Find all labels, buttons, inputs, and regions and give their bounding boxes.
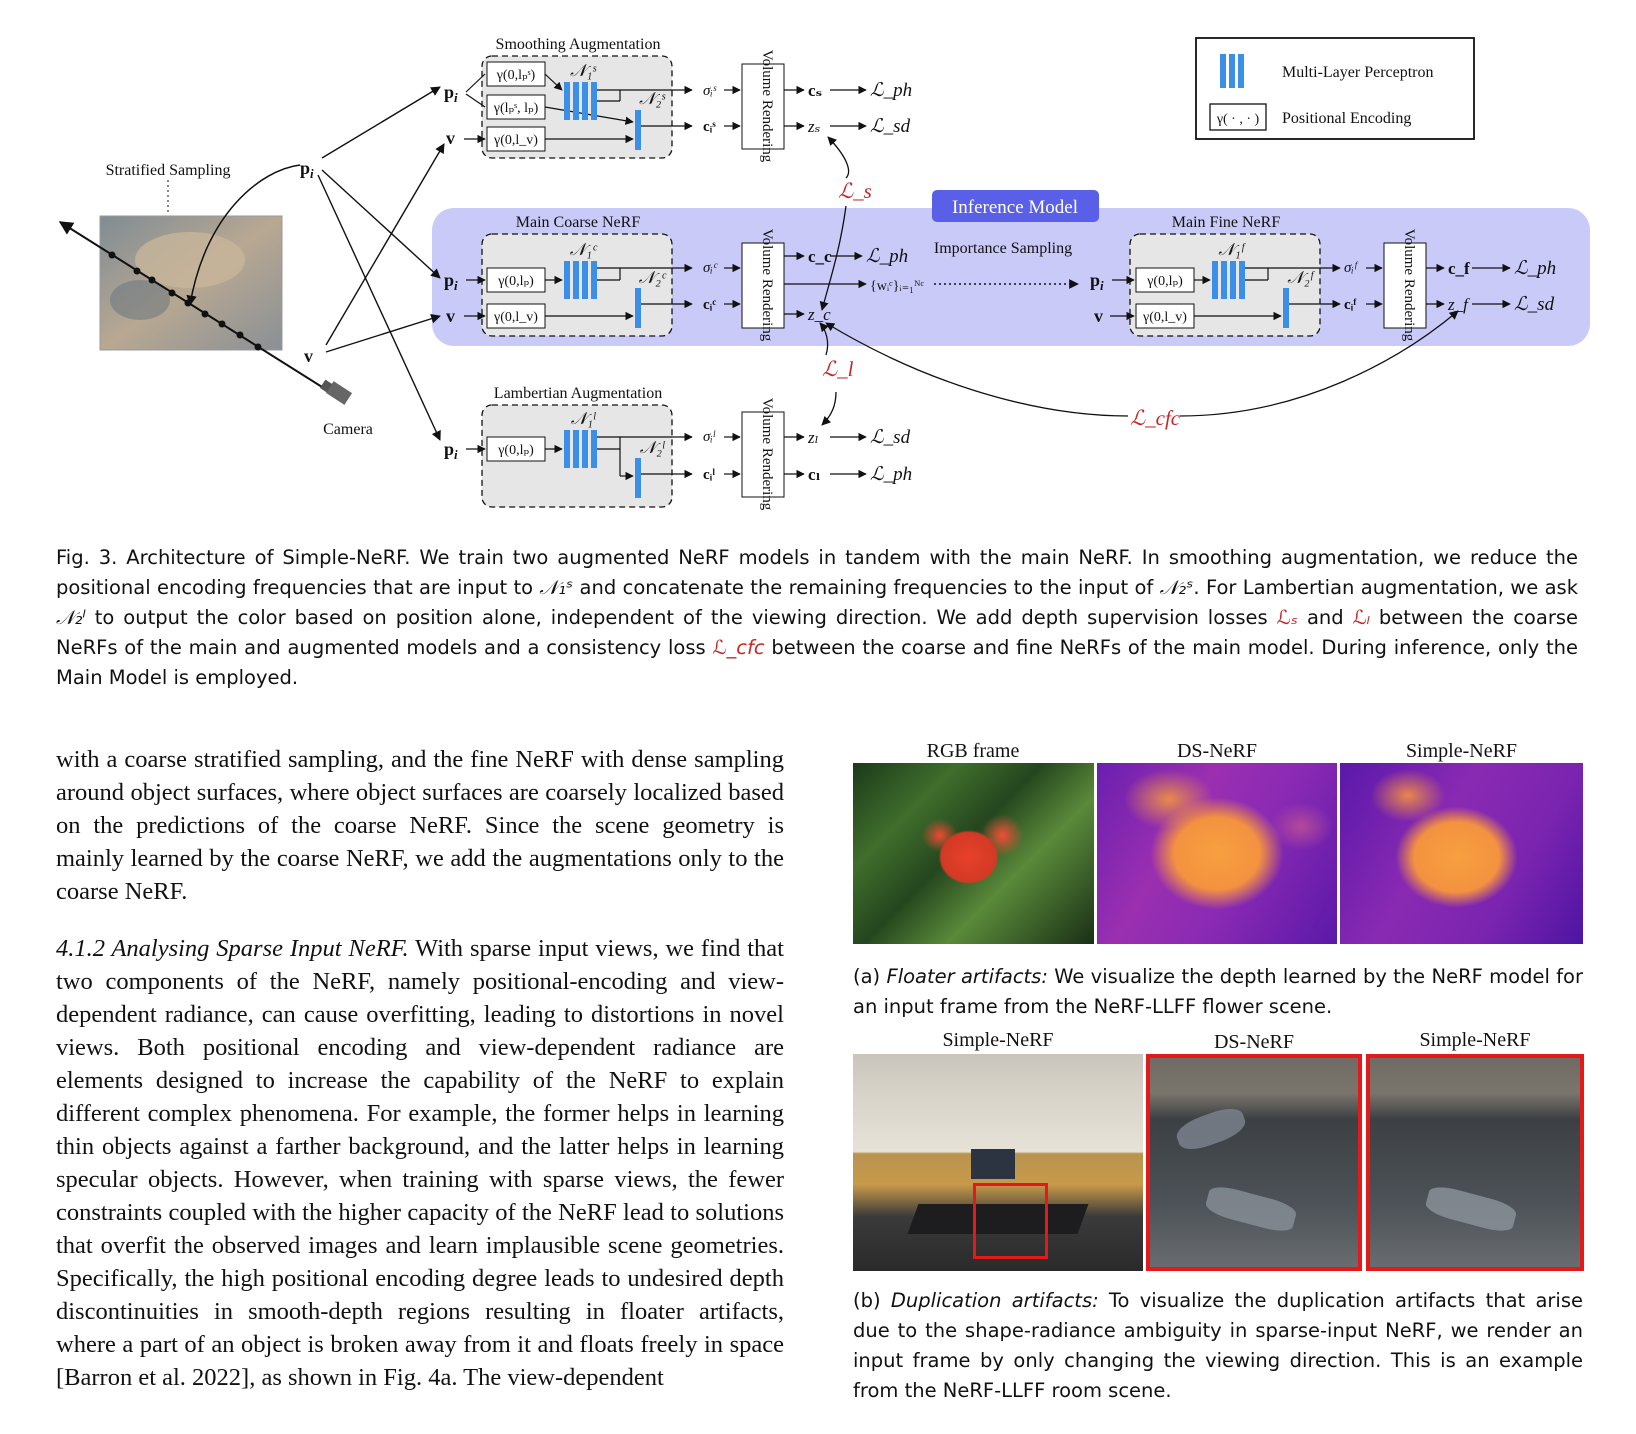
fig4a-title-rgb: RGB frame: [926, 740, 1020, 762]
fig4b-simple-frame: [1366, 1054, 1584, 1271]
coarse-out-w: {wᵢᶜ}ᵢ₌₁ᴺᶜ: [870, 279, 924, 294]
smoothing-out-c: cₛ: [808, 81, 823, 100]
fig4b-ds-frame: [1146, 1054, 1362, 1271]
fig4b-title-simple-crop: Simple-NeRF: [1419, 1029, 1531, 1051]
fine-out-z: z_f: [1447, 295, 1470, 314]
inference-badge: [932, 190, 1099, 222]
camera-icon: [319, 379, 353, 405]
fig4a-title-simple: Simple-NeRF: [1405, 740, 1518, 762]
smoothing-out-z: zₛ: [807, 117, 821, 136]
svg-text:v: v: [446, 128, 455, 148]
fine-out-c: c_f: [1448, 259, 1470, 278]
importance-sampling-label: Importance Sampling: [934, 240, 1072, 257]
coarse-pe1: γ(0,lₚ): [497, 274, 534, 289]
input-p: pi: [300, 158, 314, 181]
smoothing-loss-sd: ℒ_sd: [870, 116, 911, 137]
smoothing-loss-ph: ℒ_ph: [870, 80, 912, 101]
legend-pe-glyph: γ( · , · ): [1216, 112, 1260, 127]
smoothing-augmentation-block: Smoothing Augmentation pi v γ(0,lₚˢ) γ(l…: [444, 36, 912, 163]
coarse-vr: Volume Rendering: [759, 229, 775, 342]
camera-label: Camera: [323, 421, 373, 438]
svg-text:pi: pi: [444, 82, 458, 105]
figure-3-caption: Fig. 3. Architecture of Simple-NeRF. We …: [56, 546, 1578, 689]
fig4b-room-image: [853, 1054, 1143, 1271]
smoothing-c: cᵢˢ: [703, 119, 716, 135]
coarse-n1: 𝒩₁ᶜ: [570, 240, 598, 259]
fig4a-rgb-image: [853, 763, 1094, 944]
smoothing-pe3: γ(0,l_v): [493, 133, 538, 148]
fig4b-crop-indicator: [973, 1183, 1048, 1259]
lambertian-n2: 𝒩₂ˡ: [640, 438, 665, 457]
smoothing-pe2: γ(lₚˢ, lₚ): [493, 101, 539, 116]
smoothing-sigma: σᵢˢ: [703, 83, 717, 99]
body-paragraph-1: with a coarse stratified sampling, and t…: [56, 746, 784, 905]
coarse-sigma: σᵢᶜ: [703, 260, 718, 276]
loss-cfc: ℒ_cfc: [1130, 406, 1181, 430]
fig4a-caption: (a) Floater artifacts: We visualize the …: [853, 965, 1583, 1018]
fig4b-caption: (b) Duplication artifacts: To visualize …: [853, 1289, 1583, 1402]
lambertian-n1: 𝒩₁ˡ: [571, 409, 596, 428]
input-v: v: [304, 346, 313, 366]
fine-n1: 𝒩₁ᶠ: [1218, 240, 1246, 259]
svg-text:v: v: [446, 306, 455, 326]
fig4b-title-ds: DS-NeRF: [1213, 1031, 1294, 1053]
fig4a-ds-depth: [1097, 763, 1337, 944]
smoothing-n1: 𝒩₁ˢ: [570, 61, 597, 80]
lambertian-augmentation-block: Lambertian Augmentation pi γ(0,lₚ) 𝒩₁ˡ 𝒩…: [444, 385, 912, 511]
lambertian-title: Lambertian Augmentation: [494, 385, 662, 402]
fig4a-simple-depth: [1340, 763, 1583, 944]
main-coarse-nerf-block: Main Coarse NeRF pi v γ(0,lₚ) γ(0,l_v) 𝒩…: [444, 214, 924, 342]
lambertian-vr: Volume Rendering: [759, 398, 775, 511]
coarse-loss-ph: ℒ_ph: [866, 246, 908, 267]
loss-s: ℒ_s: [838, 179, 872, 203]
svg-text:pi: pi: [444, 439, 458, 462]
fig4b-ds-crop: [1146, 1054, 1362, 1271]
fine-c: cᵢᶠ: [1344, 297, 1356, 313]
smoothing-pe1: γ(0,lₚˢ): [496, 68, 536, 83]
coarse-out-c: c_c: [808, 247, 832, 266]
coarse-out-z: z_c: [807, 305, 831, 324]
fine-vr: Volume Rendering: [1401, 229, 1417, 342]
lambertian-out-z: zₗ: [807, 428, 819, 447]
coarse-n2: 𝒩₂ᶜ: [639, 268, 667, 287]
smoothing-vr: Volume Rendering: [759, 50, 775, 163]
fine-pe2: γ(0,l_v): [1142, 310, 1187, 325]
lambertian-out-c: cₗ: [808, 465, 821, 484]
legend-pe-label: Positional Encoding: [1282, 110, 1411, 127]
loss-l: ℒ_l: [822, 357, 854, 381]
lambertian-c: cᵢˡ: [703, 467, 715, 483]
lambertian-loss-ph: ℒ_ph: [870, 464, 912, 485]
legend: Multi-Layer Perceptron γ( · , · ) Positi…: [1195, 37, 1475, 140]
main-fine-nerf-block: Main Fine NeRF pi v γ(0,lₚ) γ(0,l_v) 𝒩₁ᶠ…: [1090, 214, 1556, 342]
fine-loss-sd: ℒ_sd: [1514, 294, 1555, 315]
lambertian-loss-sd: ℒ_sd: [870, 427, 911, 448]
inference-badge-label: Inference Model: [952, 197, 1078, 218]
stratified-sampling-label: Stratified Sampling: [106, 162, 231, 179]
smoothing-n2: 𝒩₂ˢ: [639, 89, 666, 108]
fine-pe1: γ(0,lₚ): [1146, 274, 1183, 289]
architecture-diagram: Inference Model Multi-Layer Perceptron γ…: [58, 36, 1590, 511]
section-heading: 4.1.2 Analysing Sparse Input NeRF.: [56, 935, 409, 962]
smoothing-title: Smoothing Augmentation: [496, 36, 661, 53]
fig4b-title-simple-full: Simple-NeRF: [942, 1029, 1054, 1051]
camera-ray: [58, 221, 331, 393]
coarse-c: cᵢᶜ: [703, 297, 716, 313]
lambertian-sigma: σᵢˡ: [703, 429, 716, 445]
svg-text:v: v: [1094, 306, 1103, 326]
lambertian-pe1: γ(0,lₚ): [497, 443, 534, 458]
fine-loss-ph: ℒ_ph: [1514, 258, 1556, 279]
fine-sigma: σᵢᶠ: [1344, 260, 1359, 276]
coarse-pe2: γ(0,l_v): [493, 310, 538, 325]
legend-mlp-label: Multi-Layer Perceptron: [1282, 64, 1434, 81]
fine-n2: 𝒩₂ᶠ: [1287, 268, 1315, 287]
fig4b-simple-crop: [1366, 1054, 1584, 1271]
fig4a-title-ds: DS-NeRF: [1176, 740, 1257, 762]
coarse-title: Main Coarse NeRF: [516, 214, 641, 231]
fine-title: Main Fine NeRF: [1172, 214, 1281, 231]
body-paragraph-2: 4.1.2 Analysing Sparse Input NeRF. With …: [56, 935, 784, 1391]
